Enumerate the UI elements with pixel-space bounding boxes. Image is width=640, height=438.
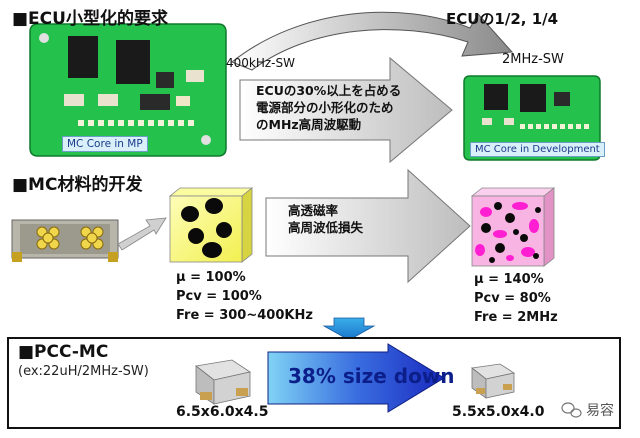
arrow1-line2: 電源部分の小形化のため xyxy=(256,100,394,115)
wechat-icon xyxy=(561,402,582,418)
arrow-section2 xyxy=(265,168,471,284)
size-down-label: 38% size down xyxy=(288,364,455,388)
section2-title: ■MC材料的开发 xyxy=(12,175,143,195)
curved-arrow xyxy=(231,11,514,71)
arrow2-line1: 高透磁率 xyxy=(288,203,339,218)
size-before: 6.5x6.0x4.5 xyxy=(176,404,269,420)
freq-label-right: 2MHz-SW xyxy=(502,52,564,67)
material-box-after xyxy=(470,187,556,267)
section3-subtitle: (ex:22uH/2MHz-SW) xyxy=(18,364,149,379)
material-box-before xyxy=(168,187,254,263)
section3-title: ■PCC-MC xyxy=(18,342,109,362)
pcb-left xyxy=(29,23,227,157)
arrow1-line3: のMHz高周波駆動 xyxy=(256,117,362,132)
spec-fre-before: Fre = 300~400KHz xyxy=(176,308,313,323)
pcb-right xyxy=(463,75,601,161)
inductor-large xyxy=(195,359,252,405)
spec-pcv-before: Pcv = 100% xyxy=(176,289,262,304)
watermark-text: 易容 xyxy=(586,403,614,419)
spec-pcv-after: Pcv = 80% xyxy=(474,291,551,306)
mc-chip xyxy=(11,219,119,262)
section1-subtitle: ECUの1/2, 1/4 xyxy=(446,10,559,28)
down-arrow xyxy=(322,317,376,341)
spec-mu-before: μ = 100% xyxy=(176,270,246,285)
arrow2-line2: 高周波低損失 xyxy=(288,220,364,235)
inductor-small xyxy=(471,363,516,399)
arrow-section1 xyxy=(239,56,453,164)
zoom-arrow xyxy=(117,217,167,251)
arrow-size-down xyxy=(267,343,445,413)
arrow1-line1: ECUの30%以上を占める xyxy=(256,83,402,98)
spec-mu-after: μ = 140% xyxy=(474,272,544,287)
section1-title: ■ECU小型化的要求 xyxy=(12,9,168,29)
pcb-left-label: MC Core in MP xyxy=(62,136,148,152)
size-after: 5.5x5.0x4.0 xyxy=(452,404,545,420)
freq-label-left: 400kHz-SW xyxy=(226,56,295,70)
spec-fre-after: Fre = 2MHz xyxy=(474,310,558,325)
specs-after: μ = 140% Pcv = 80% Fre = 2MHz xyxy=(474,270,558,327)
pcb-right-label: MC Core in Development xyxy=(470,142,605,157)
arrow2-text: 高透磁率 高周波低損失 xyxy=(288,202,363,236)
specs-before: μ = 100% Pcv = 100% Fre = 300~400KHz xyxy=(176,268,313,325)
arrow1-text: ECUの30%以上を占める 電源部分の小形化のため のMHz高周波駆動 xyxy=(256,82,401,133)
